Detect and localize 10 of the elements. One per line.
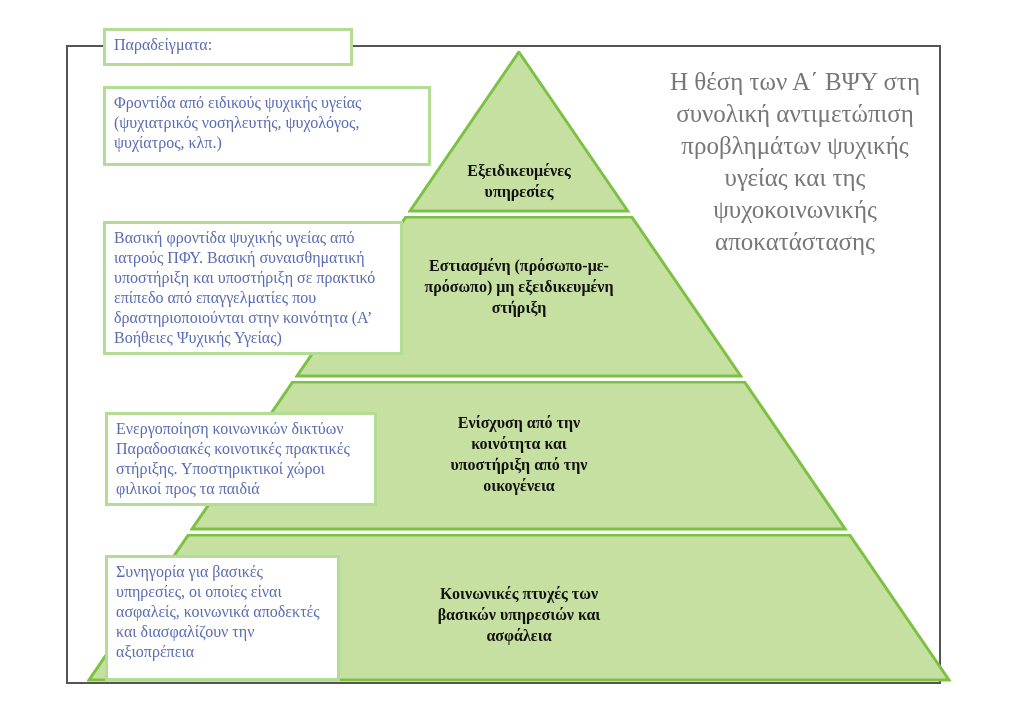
tier-label: Εστιασμένη (πρόσωπο-με-πρόσωπο) μη εξειδικευμένη στήριξη — [423, 256, 615, 318]
title: Η θέση των Α΄ ΒΨΥ στη συνολική αντιμετώπιση προβλημάτων ψυχικής υγείας και της ψυχοκοινωνικής αποκατάστασης — [669, 67, 921, 257]
example-box: Βασική φροντίδα ψυχικής υγείας από ιατρούς ΠΦΥ. Βασική συναισθηματική υποστήριξη και υποστήριξη σε πρακτικό επίπεδο από επαγγελματίες που δραστηριοποιούνται στην κοινότητα (Α’ Βοήθειες Ψυχικής Υγείας) — [103, 221, 403, 355]
tier-label: Εξειδικευμένες υπηρεσίες — [466, 161, 572, 202]
example-box: Φροντίδα από ειδικούς ψυχικής υγείας (ψυχιατρικός νοσηλευτής, ψυχολόγος, ψυχίατρος, κλπ.) — [103, 86, 431, 166]
heading-box: Παραδείγματα: — [103, 28, 353, 66]
example-box: Ενεργοποίηση κοινωνικών δικτύων Παραδοσιακές κοινοτικές πρακτικές στήριξης. Υποστηρικτικοί χώροι φιλικοί προς τα παιδιά — [105, 412, 377, 506]
tier-label: Ενίσχυση από την κοινότητα και υποστήριξη από την οικογένεια — [449, 413, 589, 496]
pyramid-tier — [408, 51, 630, 213]
tier-label: Κοινωνικές πτυχές των βασικών υπηρεσιών και ασφάλεια — [436, 584, 602, 646]
